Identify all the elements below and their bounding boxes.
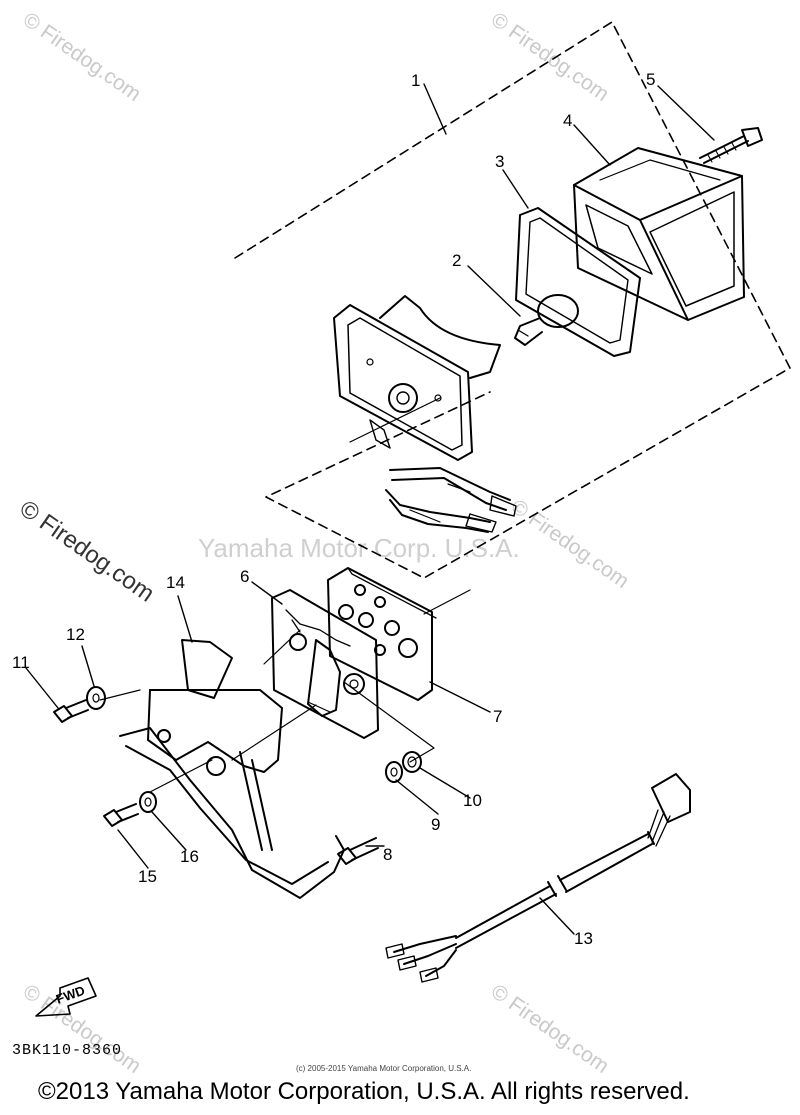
callout-7: 7: [493, 707, 502, 726]
small-copyright: (c) 2005-2015 Yamaha Motor Corporation, …: [296, 1064, 472, 1073]
tail-light-base: [333, 295, 501, 461]
callout-1: 1: [411, 71, 420, 90]
bulb: [514, 294, 579, 346]
callout-3: 3: [495, 152, 504, 171]
washer-16: [139, 791, 157, 813]
forward-direction-arrow: FWD: [35, 977, 97, 1017]
wire-leads: [385, 467, 517, 533]
alignment-line: [349, 397, 441, 443]
callout-5: 5: [646, 70, 655, 89]
callout-13: 13: [574, 929, 593, 948]
gasket: [515, 207, 641, 357]
callout-10: 10: [463, 791, 482, 810]
plate-bracket: [327, 567, 471, 701]
callout-11: 11: [12, 653, 30, 672]
callout-6: 6: [240, 567, 249, 586]
lens-housing: [573, 147, 745, 321]
bolt: [699, 127, 763, 164]
bolt-8: [337, 837, 379, 865]
callout-8: 8: [383, 845, 392, 864]
callout-2: 2: [452, 251, 461, 270]
callout-4: 4: [563, 111, 572, 130]
drawing-code: 3BK110-8360: [12, 1042, 123, 1059]
washer-12: [86, 686, 106, 710]
fender-stay: [119, 639, 345, 899]
bolt-11: [53, 699, 89, 723]
assembly-boundary: [234, 21, 791, 579]
callout-16: 16: [180, 847, 199, 866]
watermark-center: Yamaha Motor Corp. U.S.A.: [198, 533, 520, 563]
callout-14: 14: [166, 573, 185, 592]
copyright-notice: ©2013 Yamaha Motor Corporation, U.S.A. A…: [38, 1078, 690, 1105]
callout-15: 15: [138, 867, 157, 886]
wire-harness: [385, 773, 691, 983]
callout-12: 12: [66, 625, 85, 644]
washer-9: [385, 761, 403, 783]
fwd-label: FWD: [54, 983, 87, 1007]
nut-10: [402, 751, 422, 773]
bolt-15: [103, 803, 139, 827]
leader-lines: [25, 83, 715, 935]
callout-9: 9: [431, 815, 440, 834]
mounting-plate: [271, 589, 379, 739]
